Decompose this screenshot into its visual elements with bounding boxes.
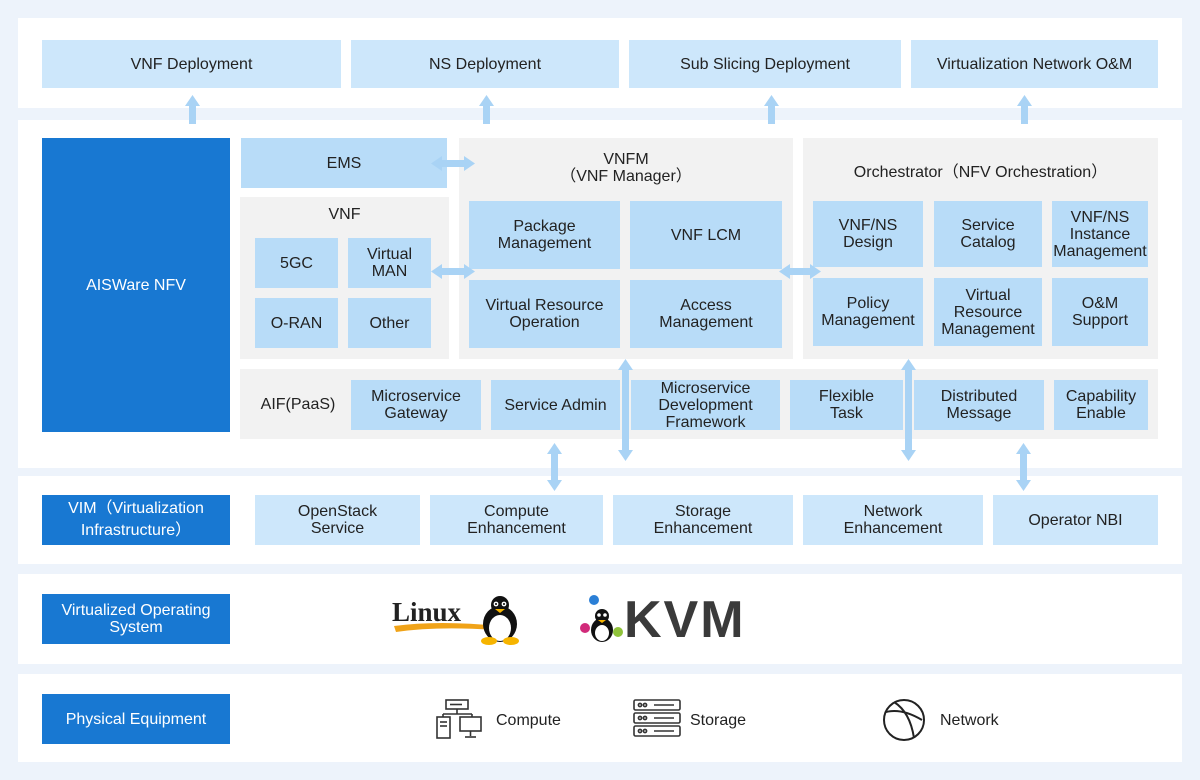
arrow-orchestrator-vim	[901, 359, 916, 461]
kvm-logo: KVM	[576, 588, 772, 649]
compute-enhancement-box: Compute Enhancement	[430, 495, 603, 545]
operator-nbi-box: Operator NBI	[993, 495, 1158, 545]
arrow-vnfm-orchestrator	[779, 264, 821, 279]
oran-box: O-RAN	[255, 298, 338, 348]
storage-enhancement-box: Storage Enhancement	[613, 495, 793, 545]
policy-management-box: Policy Management	[813, 278, 923, 346]
capability-enable-box: Capability Enable	[1054, 380, 1148, 430]
storage-label: Storage	[690, 712, 747, 729]
package-management-box: Package Management	[469, 201, 620, 269]
vnf-deployment-box: VNF Deployment	[42, 40, 341, 88]
ems-box: EMS	[241, 138, 447, 188]
vnfns-design-box: VNF/NS Design	[813, 201, 923, 267]
ns-deployment-box: NS Deployment	[351, 40, 619, 88]
service-admin-box: Service Admin	[491, 380, 620, 430]
aif-title: AIF(PaaS)	[260, 396, 336, 413]
orchestrator-title: Orchestrator（NFV Orchestration）	[853, 164, 1108, 181]
vnfm-title: VNFM （VNF Manager）	[560, 151, 692, 185]
aisware-nfv-box: AISWare NFV	[42, 138, 230, 432]
sub-slicing-deployment-box: Sub Slicing Deployment	[629, 40, 901, 88]
virtualized-os-label-box: Virtualized Operating System	[42, 594, 230, 644]
instance-management-box: VNF/NS Instance Management	[1052, 201, 1148, 267]
distributed-message-box: Distributed Message	[914, 380, 1044, 430]
arrow-vnfm-vim	[618, 359, 633, 461]
up-arrow-virt-network-om	[1017, 95, 1032, 124]
access-management-box: Access Management	[630, 280, 782, 348]
microservice-framework-box: Microservice Development Framework	[631, 380, 780, 431]
network-label: Network	[940, 712, 999, 729]
physical-equipment-label-box: Physical Equipment	[42, 694, 230, 744]
up-arrow-sub-slicing	[764, 95, 779, 124]
vnf-title: VNF	[328, 206, 361, 223]
arrow-aif-operator-nbi	[1016, 443, 1031, 491]
up-arrow-ns-deployment	[479, 95, 494, 124]
virtual-resource-operation-box: Virtual Resource Operation	[469, 280, 620, 348]
globe-icon	[880, 698, 928, 742]
up-arrow-vnf-deployment	[185, 95, 200, 124]
other-box: Other	[348, 298, 431, 348]
network-enhancement-box: Network Enhancement	[803, 495, 983, 545]
service-catalog-box: Service Catalog	[934, 201, 1042, 267]
virtual-man-box: Virtual MAN	[348, 238, 431, 288]
storage-rack-icon	[632, 698, 684, 740]
arrow-vnf-vnfm	[431, 264, 475, 279]
server-computer-icon	[434, 698, 486, 740]
virtualization-network-om-box: Virtualization Network O&M	[911, 40, 1158, 88]
virtual-resource-management-box: Virtual Resource Management	[934, 278, 1042, 346]
5gc-box: 5GC	[255, 238, 338, 288]
arrow-aif-compute	[547, 443, 562, 491]
om-support-box: O&M Support	[1052, 278, 1148, 346]
linux-logo-text: Linux	[392, 597, 462, 627]
microservice-gateway-box: Microservice Gateway	[351, 380, 481, 430]
openstack-service-box: OpenStack Service	[255, 495, 420, 545]
compute-label: Compute	[496, 712, 561, 729]
kvm-logo-text: KVM	[624, 591, 746, 644]
arrow-ems-vnfm	[431, 156, 475, 171]
flexible-task-box: Flexible Task	[790, 380, 903, 430]
vnf-lcm-box: VNF LCM	[630, 201, 782, 269]
linux-logo: Linux	[388, 590, 528, 646]
vim-label-box: VIM（Virtualization Infrastructure）	[42, 495, 230, 545]
